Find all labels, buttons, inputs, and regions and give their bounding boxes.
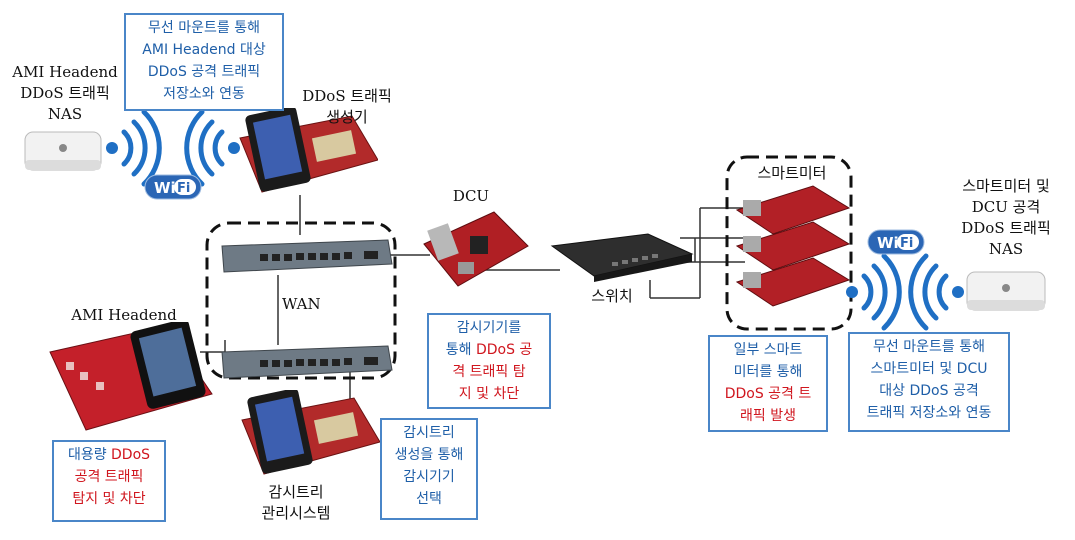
- ddos-generator-board: [232, 106, 379, 194]
- ddos-gen-line-2: 생성기: [326, 108, 368, 126]
- callout-line: 트래픽 저장소와 연동: [866, 405, 992, 421]
- monitor-tree-line-1: 감시트리: [268, 483, 324, 501]
- callout-line: 스마트미터 및 DCU: [870, 361, 988, 377]
- svg-text:Fi: Fi: [900, 236, 913, 251]
- callout-line: 저장소와 연동: [163, 86, 245, 102]
- monitor-tree-system-label: 감시트리 관리시스템: [244, 482, 348, 524]
- monitor-tree-board: [234, 388, 381, 476]
- callout-line: 통해 DDoS 공: [429, 339, 549, 361]
- callout-segment: DDoS 공격 트: [724, 386, 812, 402]
- dcu-nas-line-3: DDoS 트래픽: [961, 219, 1051, 237]
- callout-right-mount: 무선 마운트를 통해 스마트미터 및 DCU 대상 DDoS 공격 트래픽 저장…: [848, 332, 1010, 432]
- callout-segment: 탐지 및 차단: [72, 491, 146, 507]
- callout-line: 탐지 및 차단: [54, 488, 164, 510]
- callout-line: 공격 트래픽: [54, 466, 164, 488]
- nas-device-left: [24, 130, 102, 174]
- svg-text:Wi: Wi: [154, 179, 176, 197]
- callout-segment: DDoS: [111, 447, 151, 463]
- callout-line: 감시트리: [403, 425, 455, 441]
- callout-line: 미터를 통해: [710, 361, 826, 383]
- callout-segment: 공격 트래픽: [74, 469, 144, 485]
- callout-line: AMI Headend 대상: [142, 42, 266, 58]
- ddos-gen-line-1: DDoS 트래픽: [302, 87, 392, 105]
- callout-segment: 감시기기를: [456, 320, 522, 336]
- callout-line: 생성을 통해: [394, 447, 464, 463]
- ami-headend-board: [46, 319, 214, 432]
- callout-segment: 대용량: [67, 447, 112, 463]
- callout-segment: 격 트래픽 탐: [452, 364, 526, 380]
- wan-router-bottom: [218, 342, 394, 382]
- smart-meter-boards: [733, 180, 851, 330]
- dcu-nas-line-1: 스마트미터 및: [962, 177, 1050, 195]
- callout-line: DDoS 공격 트: [710, 383, 826, 405]
- dcu-nas-line-4: NAS: [988, 240, 1024, 258]
- network-switch: [548, 232, 694, 282]
- callout-segment: 일부 스마트: [733, 342, 803, 358]
- callout-line: DDoS 공격 트래픽: [147, 64, 261, 80]
- callout-line: 격 트래픽 탐: [429, 361, 549, 383]
- ami-headend-label: AMI Headend: [71, 306, 177, 324]
- callout-segment: 래픽 발생: [740, 408, 796, 424]
- callout-line: 일부 스마트: [710, 339, 826, 361]
- callout-segment: 통해: [445, 342, 476, 358]
- dcu-board: [418, 206, 530, 292]
- callout-line: 지 및 차단: [429, 383, 549, 405]
- callout-segment: 지 및 차단: [458, 386, 520, 402]
- ami-nas-line-3: NAS: [47, 105, 83, 123]
- callout-tree-select: 감시트리 생성을 통해 감시기기 선택: [380, 418, 478, 520]
- ami-nas-line-2: DDoS 트래픽: [20, 84, 110, 102]
- switch-label: 스위치: [591, 287, 633, 305]
- ami-nas-line-1: AMI Headend: [12, 63, 118, 81]
- wan-label: WAN: [282, 295, 321, 313]
- callout-line: 대용량 DDoS: [54, 444, 164, 466]
- dcu-nas-label: 스마트미터 및 DCU 공격 DDoS 트래픽 NAS: [946, 176, 1066, 260]
- wan-router-top: [218, 236, 394, 276]
- callout-line: 감시기기를: [429, 317, 549, 339]
- callout-line: 대상 DDoS 공격: [879, 383, 979, 399]
- callout-line: 무선 마운트를 통해: [148, 20, 260, 36]
- callout-line: 감시기기: [403, 469, 455, 485]
- callout-line: 래픽 발생: [710, 405, 826, 427]
- smart-meter-label: 스마트미터: [757, 164, 827, 182]
- svg-text:Wi: Wi: [877, 234, 899, 252]
- monitor-tree-line-2: 관리시스템: [261, 504, 331, 522]
- ami-nas-label: AMI Headend DDoS 트래픽 NAS: [10, 62, 120, 125]
- callout-segment: DDoS 공: [475, 342, 533, 358]
- ddos-generator-label: DDoS 트래픽 생성기: [292, 86, 402, 128]
- callout-segment: 미터를 통해: [733, 364, 803, 380]
- callout-ami-mount: 무선 마운트를 통해 AMI Headend 대상 DDoS 공격 트래픽 저장…: [124, 13, 284, 111]
- nas-device-right: [966, 270, 1046, 314]
- callout-line: 무선 마운트를 통해: [873, 339, 985, 355]
- svg-text:Fi: Fi: [177, 181, 190, 196]
- dcu-nas-line-2: DCU 공격: [971, 198, 1041, 216]
- dcu-label: DCU: [452, 187, 490, 205]
- callout-line: 선택: [416, 491, 442, 507]
